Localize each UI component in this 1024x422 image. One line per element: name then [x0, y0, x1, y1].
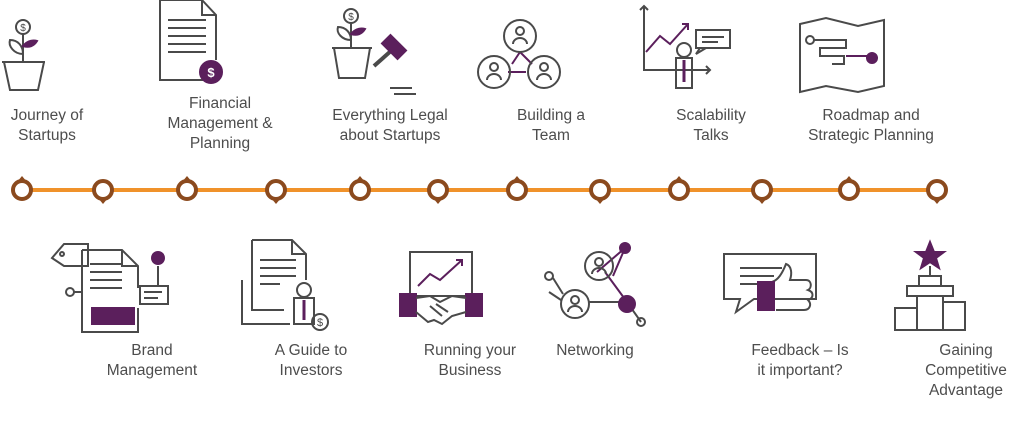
svg-text:$: $ — [207, 65, 215, 80]
svg-text:$: $ — [317, 317, 323, 329]
investor-document-icon: $ — [240, 239, 335, 335]
podium-star-icon — [893, 239, 968, 335]
timeline-node — [176, 176, 198, 201]
feedback-thumbs-up-icon — [723, 253, 819, 329]
timeline-node — [92, 179, 114, 204]
plant-gavel-icon: $ — [330, 8, 420, 98]
document-dollar-icon: $ — [158, 0, 228, 85]
timeline-node — [668, 176, 690, 201]
timeline-node — [589, 179, 611, 204]
timeline-node — [506, 176, 528, 201]
timeline-node — [751, 179, 773, 204]
svg-text:$: $ — [348, 12, 354, 23]
timeline — [11, 176, 948, 204]
presenter-chart-icon — [639, 4, 735, 96]
timeline-node — [427, 179, 449, 204]
brand-tag-icon — [50, 236, 172, 336]
timeline-node — [11, 176, 33, 201]
team-network-icon — [476, 16, 566, 96]
networking-icon — [544, 242, 646, 332]
timeline-node — [265, 179, 287, 204]
svg-text:$: $ — [20, 23, 26, 34]
timeline-node — [926, 179, 948, 204]
roadmap-icon — [798, 16, 888, 96]
label-networking: Networking — [556, 342, 634, 359]
handshake-chart-icon — [399, 250, 485, 330]
plant-pot-dollar-icon: $ — [0, 18, 50, 93]
timeline-node — [838, 176, 860, 201]
timeline-node — [349, 176, 371, 201]
